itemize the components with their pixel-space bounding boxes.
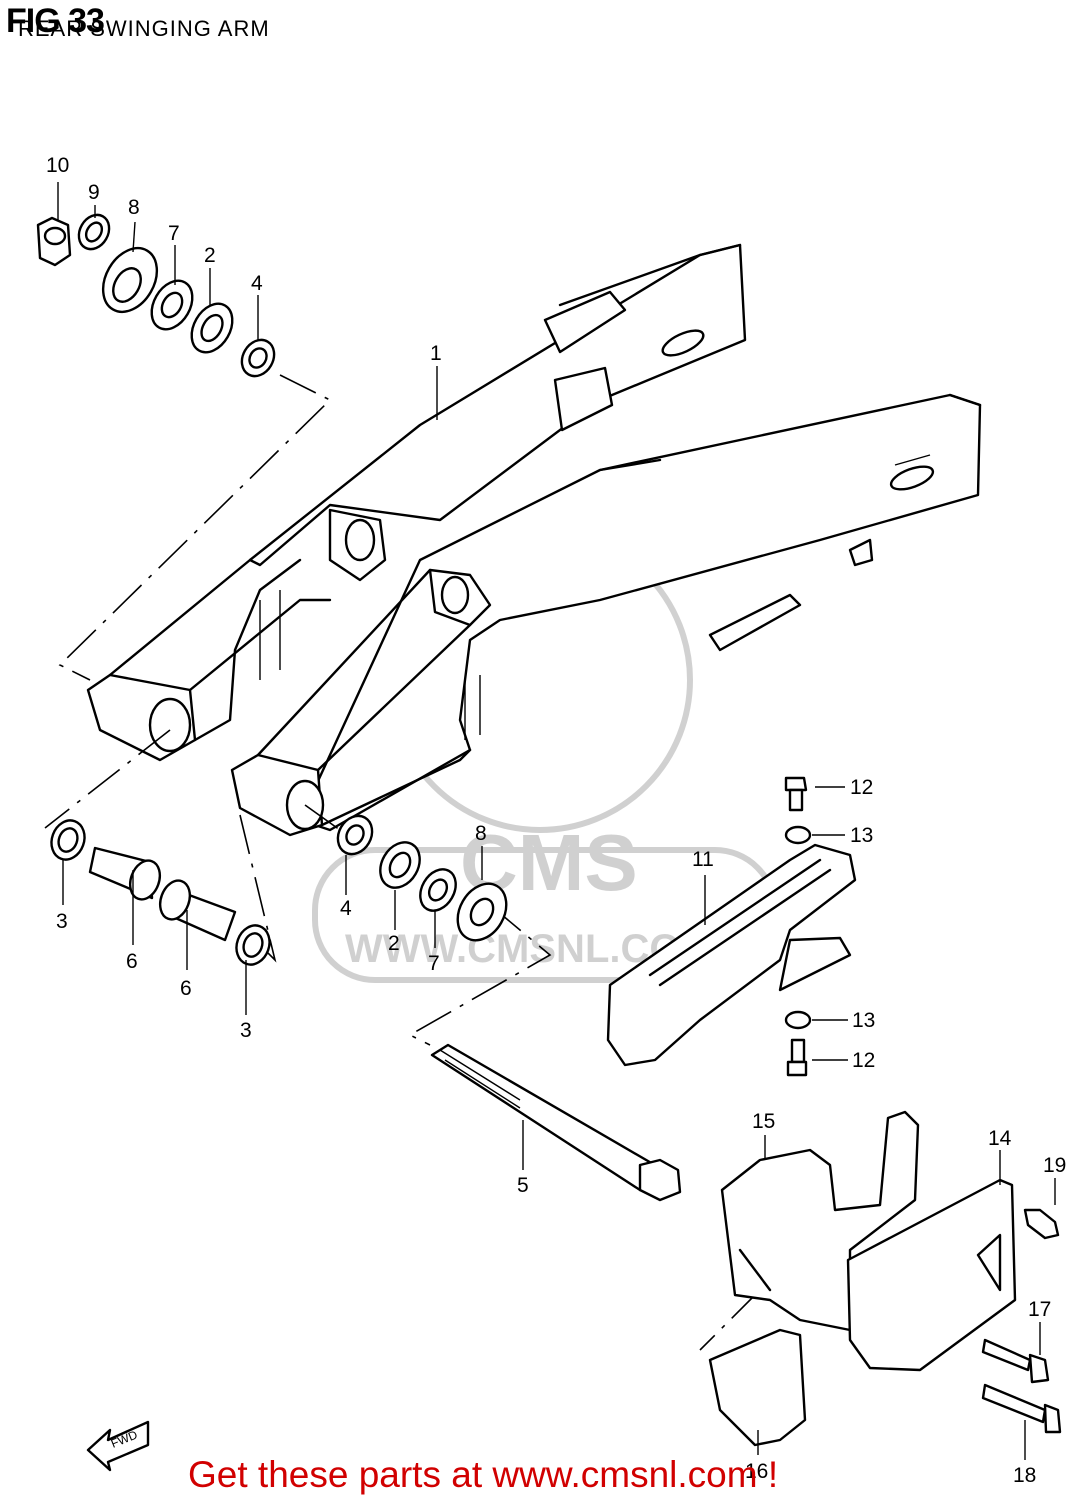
callout-2: 2 [204,244,216,267]
callout-6-b: 6 [180,977,192,1000]
callout-3-left: 3 [56,910,68,933]
callout-2-lower: 2 [388,932,400,955]
callout-11: 11 [692,848,714,871]
callout-leaders [57,182,1056,1460]
pivot-shaft-5 [430,1043,682,1202]
seal-2 [190,302,234,354]
callout-1: 1 [430,342,442,365]
callout-12-top: 12 [850,776,873,799]
nut-10 [36,216,72,267]
chain-guide-assembly [708,1110,1062,1447]
forward-arrow-icon: FWD [86,1420,150,1472]
footer-promo-text[interactable]: Get these parts at www.cmsnl.com ! [188,1454,779,1495]
callout-15: 15 [752,1110,775,1133]
bushing-4-lower [336,814,374,856]
callout-8: 8 [128,196,140,219]
callout-8-lower: 8 [475,822,487,845]
figure-title: FIG 33 [6,2,105,40]
washer-9 [77,213,111,251]
pivot-hardware-upper [36,213,276,378]
bushing-4 [240,338,276,378]
callout-5: 5 [517,1174,529,1197]
pivot-hardware-lower [50,814,508,966]
callout-6-a: 6 [126,950,138,973]
callout-10: 10 [46,154,69,177]
callout-18: 18 [1013,1464,1036,1487]
callout-12-bottom: 12 [852,1049,875,1072]
washer-7-lower [419,868,457,912]
watermark: CMS WWW.CMSNL.COM [312,527,778,983]
figure-subtitle: REAR SWINGING ARM [18,16,270,41]
callout-13-bottom: 13 [852,1009,875,1032]
washer-7 [150,279,194,331]
callout-9: 9 [88,181,100,204]
bearing-3-right [235,924,271,966]
chain-slider-11 [606,776,857,1077]
seal-2-lower [379,841,421,889]
callout-4-lower: 4 [340,897,352,920]
callout-19: 19 [1043,1154,1066,1177]
callout-16: 16 [745,1460,768,1483]
callout-labels: 10 9 8 7 2 4 1 12 13 11 8 3 6 6 3 4 2 7 … [46,154,1066,1487]
bearing-8 [101,247,159,313]
plate-14 [846,1178,1017,1372]
callout-7-lower: 7 [428,952,440,975]
bearing-3-left [50,819,86,861]
block-16 [708,1328,807,1447]
callout-7: 7 [168,222,180,245]
callout-17: 17 [1028,1298,1051,1321]
swing-arm [86,243,982,837]
callout-3-right: 3 [240,1019,252,1042]
guide-15 [720,1110,920,1332]
callout-14: 14 [988,1127,1012,1150]
bearing-8-lower [456,882,508,942]
assembly-guide-lines [44,374,761,1351]
callout-13-top: 13 [850,824,873,847]
callout-4: 4 [251,272,263,295]
